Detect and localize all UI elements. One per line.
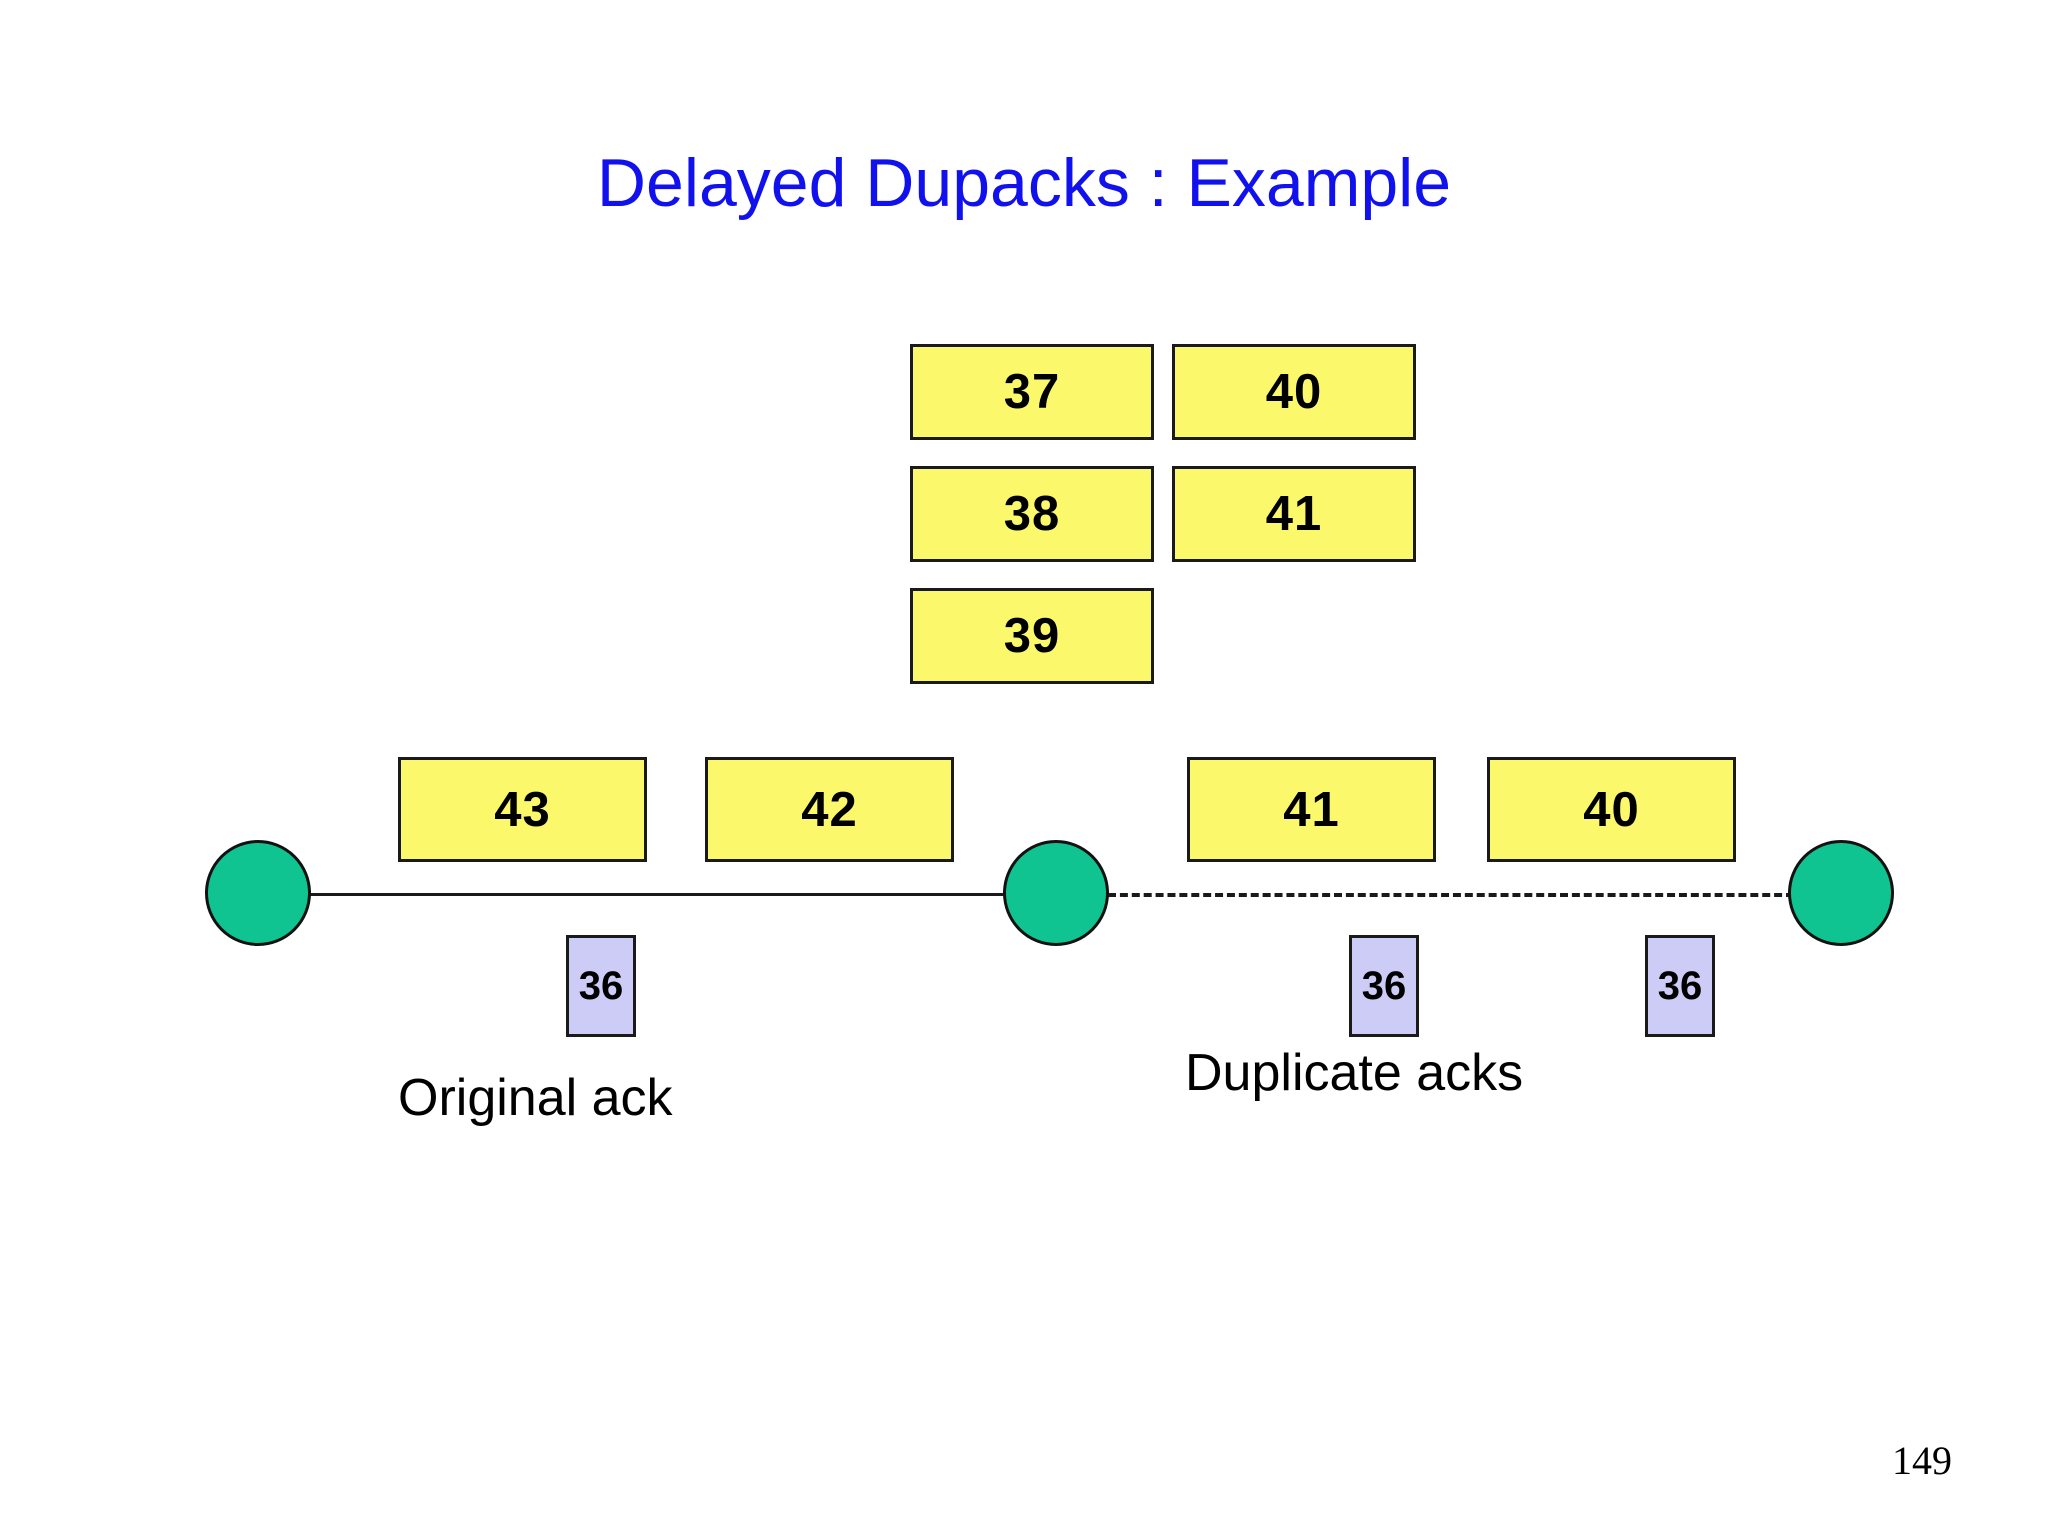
queued-packet-box[interactable]: 39 <box>910 588 1154 684</box>
inflight-packet-box[interactable]: 40 <box>1487 757 1736 862</box>
queued-packet-box[interactable]: 41 <box>1172 466 1416 562</box>
page-number: 149 <box>1892 1438 1952 1483</box>
queued-packet-box[interactable]: 38 <box>910 466 1154 562</box>
receiver-node[interactable] <box>1788 840 1894 946</box>
middle-node[interactable] <box>1003 840 1109 946</box>
queued-packet-box[interactable]: 37 <box>910 344 1154 440</box>
duplicate-ack-box[interactable]: 36 <box>1349 935 1419 1037</box>
wire-segment-solid <box>262 893 1012 896</box>
queued-packet-box[interactable]: 40 <box>1172 344 1416 440</box>
wire-segment-dashed <box>1108 893 1794 897</box>
inflight-packet-box[interactable]: 41 <box>1187 757 1436 862</box>
duplicate-ack-box[interactable]: 36 <box>1645 935 1715 1037</box>
duplicate-acks-label: Duplicate acks <box>1185 1044 1524 1102</box>
inflight-packet-box[interactable]: 42 <box>705 757 954 862</box>
inflight-packet-box[interactable]: 43 <box>398 757 647 862</box>
original-ack-box[interactable]: 36 <box>566 935 636 1037</box>
original-ack-label: Original ack <box>398 1069 673 1127</box>
sender-node[interactable] <box>205 840 311 946</box>
page-title: Delayed Dupacks : Example <box>596 145 1452 221</box>
